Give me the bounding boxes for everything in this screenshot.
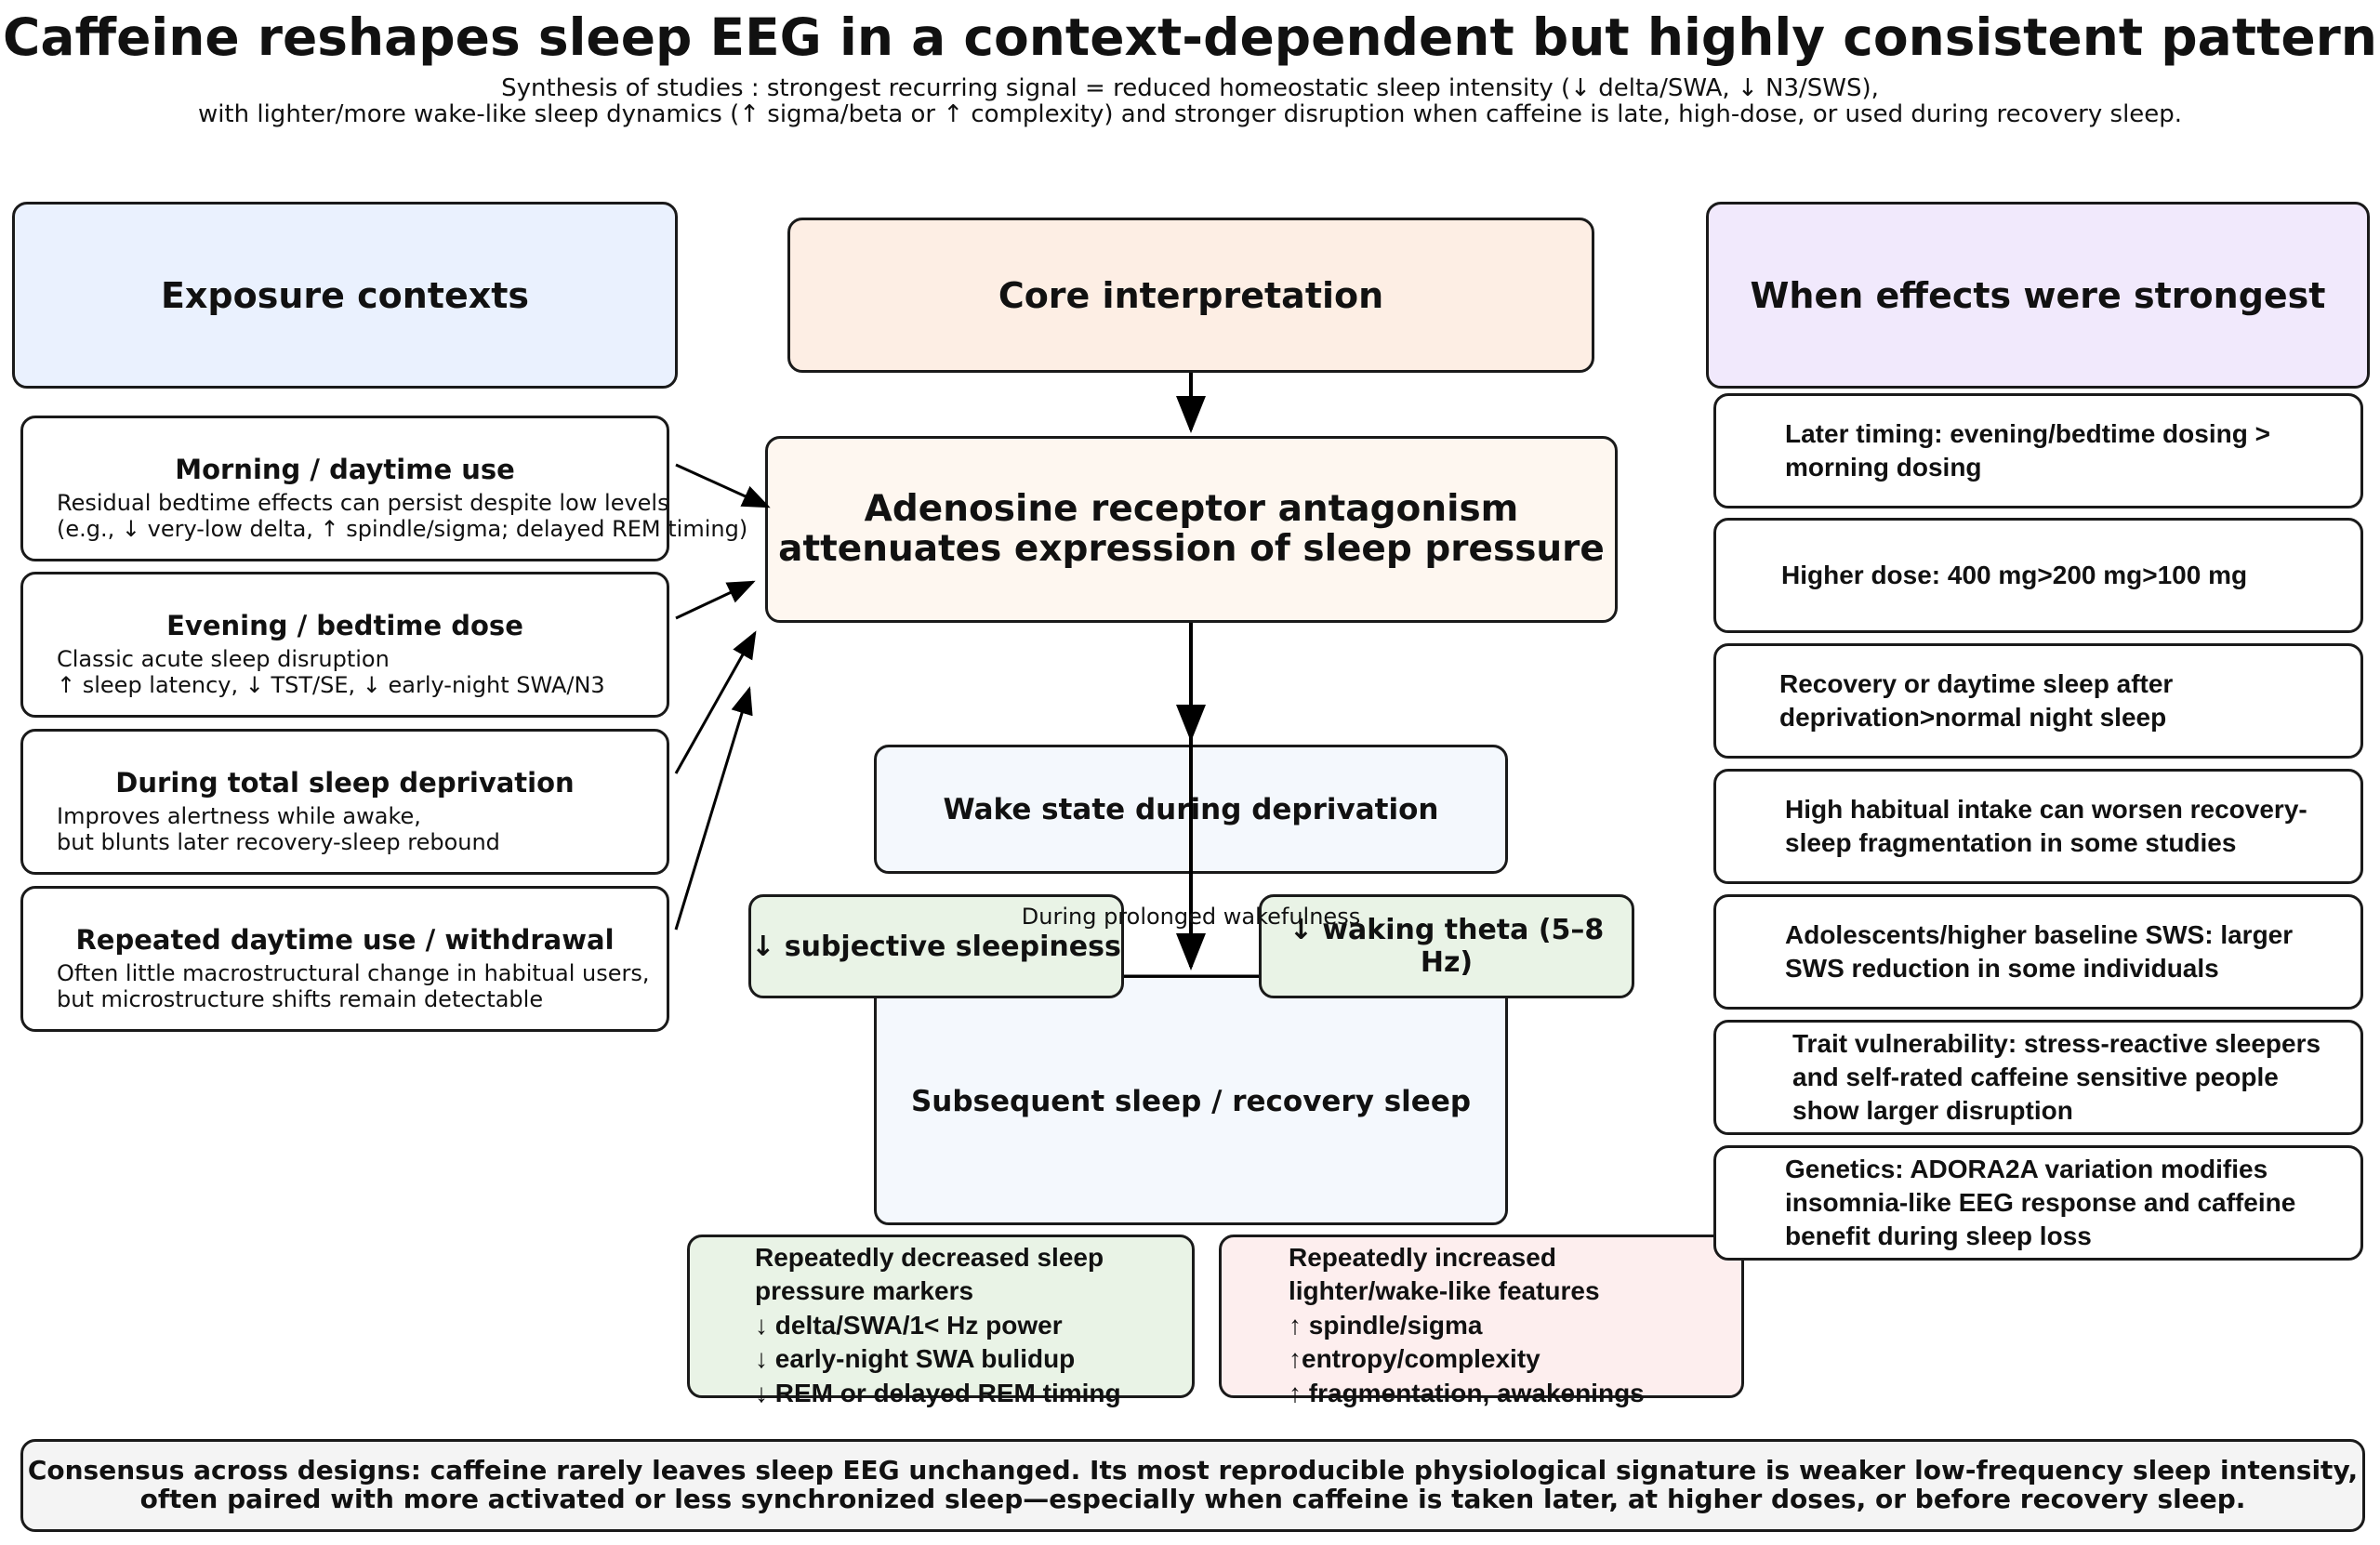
strongest-effect-line: Trait vulnerability: stress-reactive sle… [1792,1029,2321,1059]
subtitle-line-2: with lighter/more wake-like sleep dynami… [197,100,2183,128]
decreased-markers-line: pressure markers [755,1276,974,1306]
context-title: During total sleep deprivation [115,767,575,799]
increased-features-line: ↑ spindle/sigma [1289,1310,1483,1340]
increased-features-line: Repeatedly increased [1289,1243,1556,1272]
subtitle-line-1: Synthesis of studies : strongest recurri… [501,74,1879,102]
core-interpretation-header: Core interpretation [787,218,1594,373]
context-line: Classic acute sleep disruption [57,646,390,672]
context-line: Residual bedtime effects can persist des… [57,490,669,516]
context-title: Morning / daytime use [175,454,515,485]
strongest-effect-line: Genetics: ADORA2A variation modifies [1785,1155,2268,1184]
strongest-effect-recovery-sleep: Recovery or daytime sleep after deprivat… [1713,643,2363,759]
central-mechanism-box: Adenosine receptor antagonism attenuates… [765,436,1618,623]
strongest-effect-line: show larger disruption [1792,1095,2073,1125]
strongest-effect-line: benefit during sleep loss [1785,1221,2092,1250]
consensus-line: Consensus across designs: caffeine rarel… [27,1455,2359,1486]
strongest-effects-header: When effects were strongest [1706,202,2370,389]
increased-features-line: lighter/wake-like features [1289,1276,1600,1306]
context-title: Repeated daytime use / withdrawal [75,924,615,956]
arrow-withdrawal-to-mechanism [674,686,753,931]
decreased-markers-line: ↓ early-night SWA bulidup [755,1344,1076,1374]
context-total-sleep-deprivation: During total sleep deprivation Improves … [20,729,669,875]
strongest-effect-line: Recovery or daytime sleep after [1779,668,2174,698]
exposure-contexts-header-label: Exposure contexts [160,274,530,316]
strongest-effect-line: deprivation>normal night sleep [1779,703,2167,732]
strongest-effect-timing: Later timing: evening/bedtime dosing > m… [1713,393,2363,508]
waking-theta-label: ↓ waking theta (5–8 Hz) [1289,914,1605,979]
strongest-effect-line: morning dosing [1785,453,1982,482]
increased-features-box: Repeatedly increased lighter/wake-like f… [1219,1235,1744,1407]
arrow-morning-to-mechanism [675,463,771,508]
core-interpretation-header-label: Core interpretation [998,274,1384,316]
context-line: Often little macrostructural change in h… [57,960,650,986]
subjective-sleepiness-box: ↓ subjective sleepiness [748,894,1124,998]
subjective-sleepiness-label: ↓ subjective sleepiness [751,930,1121,963]
prolonged-wakefulness-label: During prolonged wakefulness [1021,904,1361,930]
subsequent-sleep-label: Subsequent sleep / recovery sleep [910,1085,1472,1118]
strongest-effect-line: SWS reduction in some individuals [1785,954,2219,983]
context-line: but blunts later recovery-sleep rebound [57,828,500,855]
context-title: Evening / bedtime dose [166,610,523,641]
context-evening-bedtime: Evening / bedtime dose Classic acute sle… [20,572,669,718]
context-morning-daytime: Morning / daytime use Residual bedtime e… [20,416,748,561]
strongest-effect-line: Higher dose: 400 mg>200 mg>100 mg [1781,560,2248,589]
strongest-effect-line: sleep fragmentation in some studies [1785,828,2237,857]
decreased-markers-line: ↓ REM or delayed REM timing [755,1378,1121,1407]
context-repeated-use-withdrawal: Repeated daytime use / withdrawal Often … [20,886,669,1032]
context-line: Improves alertness while awake, [57,803,421,829]
increased-features-line: ↑entropy/complexity [1289,1344,1540,1374]
strongest-effect-adolescents: Adolescents/higher baseline SWS: larger … [1713,894,2363,1010]
strongest-effect-line: High habitual intake can worsen recovery… [1785,794,2307,824]
increased-features-line: ↑ fragmentation, awakenings [1289,1378,1645,1407]
consensus-banner: Consensus across designs: caffeine rarel… [20,1439,2365,1532]
strongest-effect-dose: Higher dose: 400 mg>200 mg>100 mg [1713,518,2363,633]
arrow-deprivation-to-mechanism [674,630,757,774]
exposure-contexts-header: Exposure contexts [12,202,678,389]
subsequent-sleep-box: Subsequent sleep / recovery sleep [874,975,1508,1225]
strongest-effect-habitual-intake: High habitual intake can worsen recovery… [1713,769,2363,884]
strongest-effect-line: Adolescents/higher baseline SWS: larger [1785,919,2294,949]
strongest-effect-genetics: Genetics: ADORA2A variation modifies ins… [1713,1145,2363,1261]
strongest-effect-line: insomnia-like EEG response and caffeine [1785,1188,2296,1218]
decreased-markers-line: Repeatedly decreased sleep [755,1243,1104,1272]
arrow-evening-to-mechanism [675,580,756,620]
decreased-markers-line: ↓ delta/SWA/1< Hz power [755,1310,1063,1340]
central-mechanism-line: attenuates expression of sleep pressure [778,527,1605,570]
context-line: ↑ sleep latency, ↓ TST/SE, ↓ early-night… [57,671,605,698]
strongest-effect-line: Later timing: evening/bedtime dosing > [1785,418,2270,448]
strongest-effect-trait-vulnerability: Trait vulnerability: stress-reactive sle… [1713,1020,2363,1135]
decreased-markers-box: Repeatedly decreased sleep pressure mark… [687,1235,1195,1407]
waking-theta-box: ↓ waking theta (5–8 Hz) [1259,894,1634,998]
central-mechanism-line: Adenosine receptor antagonism [864,487,1519,530]
context-line: but microstructure shifts remain detecta… [57,985,544,1012]
context-line: (e.g., ↓ very-low delta, ↑ spindle/sigma… [57,515,748,542]
strongest-effect-line: and self-rated caffeine sensitive people [1792,1063,2279,1092]
consensus-line: often paired with more activated or less… [139,1484,2246,1514]
strongest-effects-header-label: When effects were strongest [1750,274,2326,316]
page-title: Caffeine reshapes sleep EEG in a context… [3,7,2377,67]
